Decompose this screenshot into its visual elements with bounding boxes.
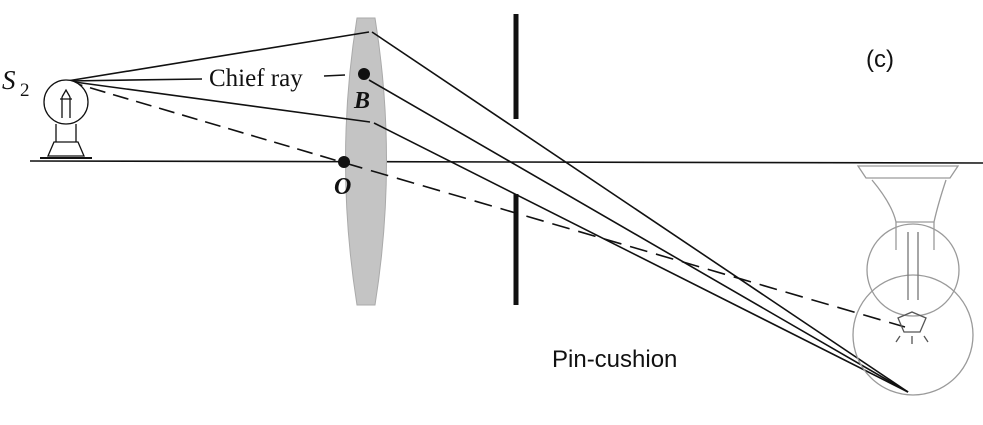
ray-lower-out xyxy=(373,122,909,393)
chief-ray-in-short xyxy=(323,74,346,77)
point-b-label: B xyxy=(353,88,370,114)
ray-axial-dashed-in xyxy=(66,80,346,164)
point-o-dot xyxy=(338,156,350,168)
ray-lower-in xyxy=(66,80,371,123)
point-o-label: O xyxy=(334,174,351,200)
optical-axis xyxy=(29,160,983,164)
chief-ray-label: Chief ray xyxy=(209,65,303,92)
point-b-dot xyxy=(358,68,370,80)
lens xyxy=(345,17,387,306)
light-bulb-icon xyxy=(40,79,92,159)
ray-upper-out xyxy=(371,31,909,393)
distortion-label: Pin-cushion xyxy=(552,346,677,373)
chief-ray-out xyxy=(368,79,909,393)
source-label: S xyxy=(2,65,16,95)
ray-axial-dashed-out xyxy=(344,162,906,328)
inverted-light-bulb-icon xyxy=(852,165,974,396)
chief-ray-in xyxy=(66,78,203,82)
panel-label: (c) xyxy=(866,46,894,73)
ray-upper-in xyxy=(66,31,370,82)
source-subscript: 2 xyxy=(20,80,30,101)
